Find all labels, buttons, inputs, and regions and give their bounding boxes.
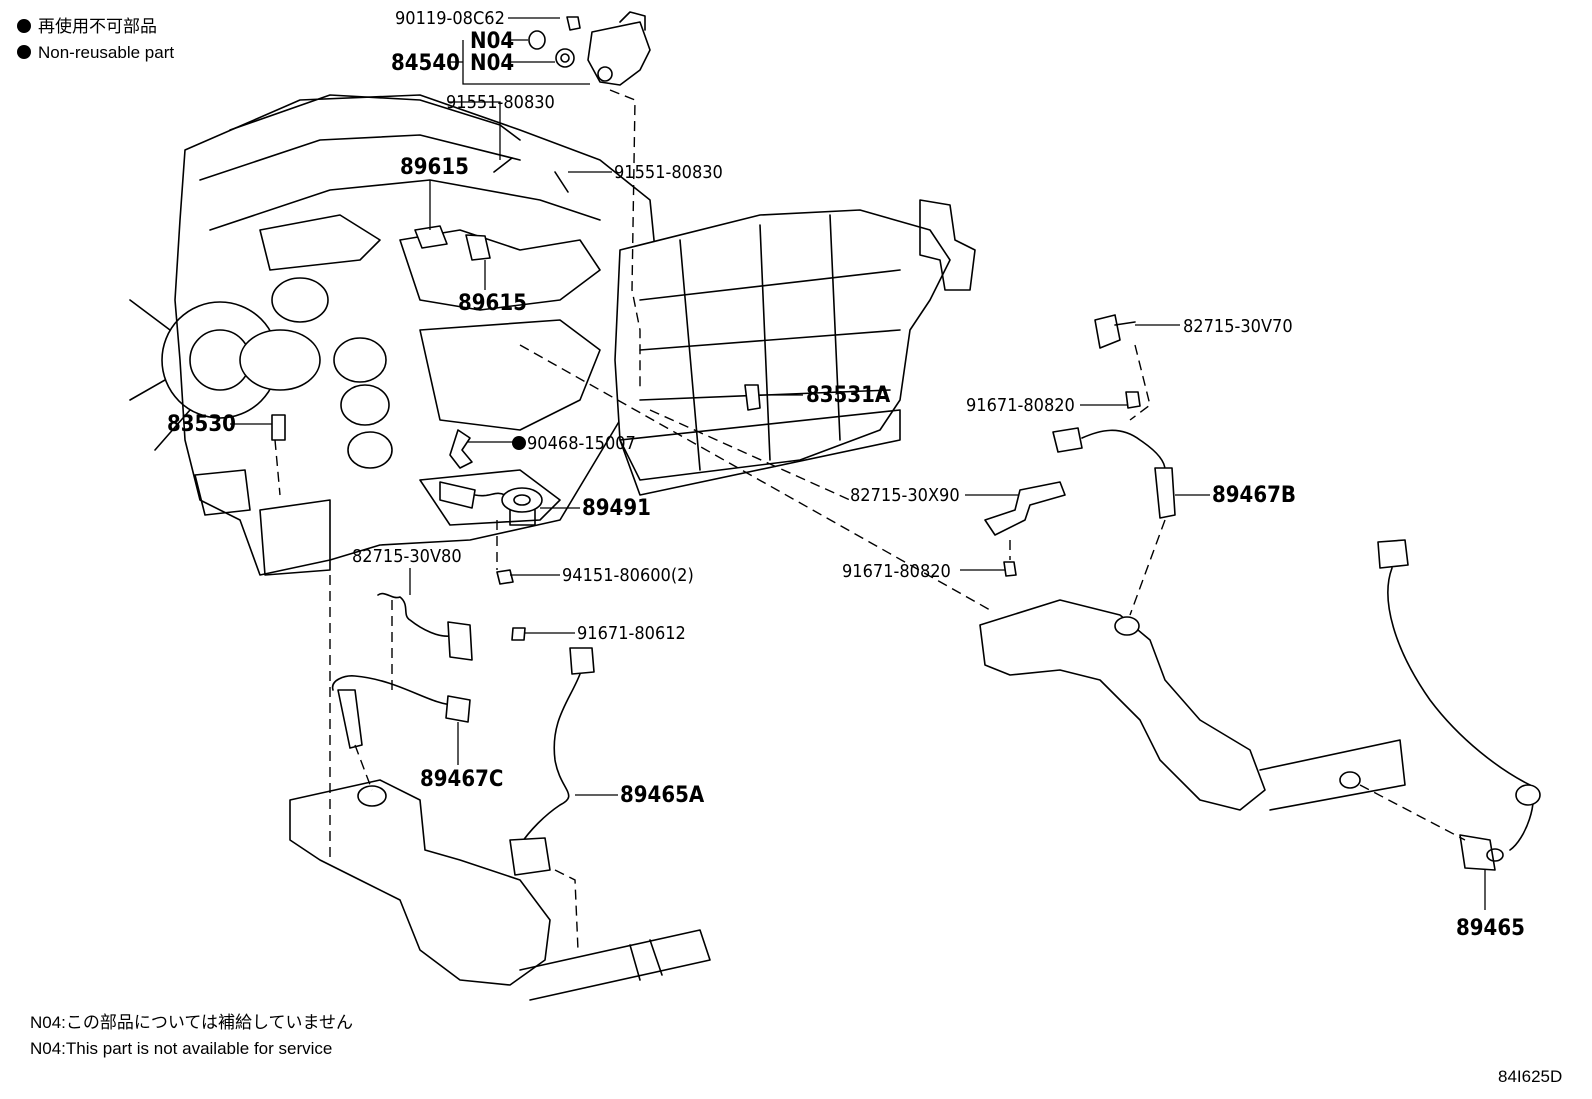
alignment-lines <box>274 89 1466 951</box>
cam-sensors-illustration <box>271 157 761 441</box>
note-n04-en: N04:This part is not available for servi… <box>30 1039 332 1058</box>
transmission-illustration <box>614 199 976 496</box>
part-labels: 90119-08C62 N04 84540 N04 91551-80830 91… <box>167 8 1525 941</box>
footnotes: N04:この部品については補給していません N04:This part is n… <box>30 1013 1562 1086</box>
label-89465A: 89465A <box>620 783 705 808</box>
label-84540: 84540 <box>391 51 460 76</box>
label-91671-80820-b: 91671-80820 <box>842 561 951 582</box>
left-exhaust-illustration <box>289 779 711 1001</box>
rear-air-fuel-sensor-illustration <box>1377 539 1541 871</box>
label-89467B: 89467B <box>1212 483 1296 508</box>
label-91551-80830-b: 91551-80830 <box>614 162 723 183</box>
right-bracket-illustration <box>984 481 1066 577</box>
label-89491: 89491 <box>582 496 651 521</box>
non-reusable-bullet-icon <box>512 436 526 450</box>
label-82715-30X90: 82715-30X90 <box>850 485 960 506</box>
note-n04-jp: N04:この部品については補給していません <box>30 1013 353 1032</box>
label-83531A: 83531A <box>806 383 891 408</box>
bullet-icon <box>17 45 31 59</box>
label-90119-08C62: 90119-08C62 <box>395 8 505 29</box>
right-exhaust-illustration <box>979 599 1406 811</box>
legend-jp: 再使用不可部品 <box>38 16 157 36</box>
figure-id: 84I625D <box>1498 1067 1562 1086</box>
label-91671-80612: 91671-80612 <box>577 623 686 644</box>
legend-en: Non-reusable part <box>38 43 174 62</box>
leader-lines <box>230 17 1486 910</box>
label-83530: 83530 <box>167 412 236 437</box>
label-89615-a: 89615 <box>400 155 469 180</box>
right-oxygen-sensor-illustration <box>1052 314 1176 519</box>
engine-illustration <box>129 94 661 576</box>
bullet-icon <box>17 19 31 33</box>
label-89465: 89465 <box>1456 916 1525 941</box>
label-82715-30V80: 82715-30V80 <box>352 546 462 567</box>
label-94151-80600: 94151-80600(2) <box>562 565 694 586</box>
label-89615-b: 89615 <box>458 291 527 316</box>
label-N04-a: N04 <box>470 29 514 54</box>
label-89467C: 89467C <box>420 767 503 792</box>
label-N04-b: N04 <box>470 51 514 76</box>
legend: 再使用不可部品 Non-reusable part <box>17 16 174 62</box>
neutral-start-switch-illustration <box>528 11 651 86</box>
left-oxygen-sensor-illustration <box>331 592 526 749</box>
label-90468-15007: 90468-15007 <box>527 433 636 454</box>
label-91551-80830-a: 91551-80830 <box>446 92 555 113</box>
label-82715-30V70: 82715-30V70 <box>1183 316 1293 337</box>
speed-sensor-illustration <box>439 429 543 585</box>
label-91671-80820-a: 91671-80820 <box>966 395 1075 416</box>
front-air-fuel-sensor-illustration <box>509 647 595 876</box>
